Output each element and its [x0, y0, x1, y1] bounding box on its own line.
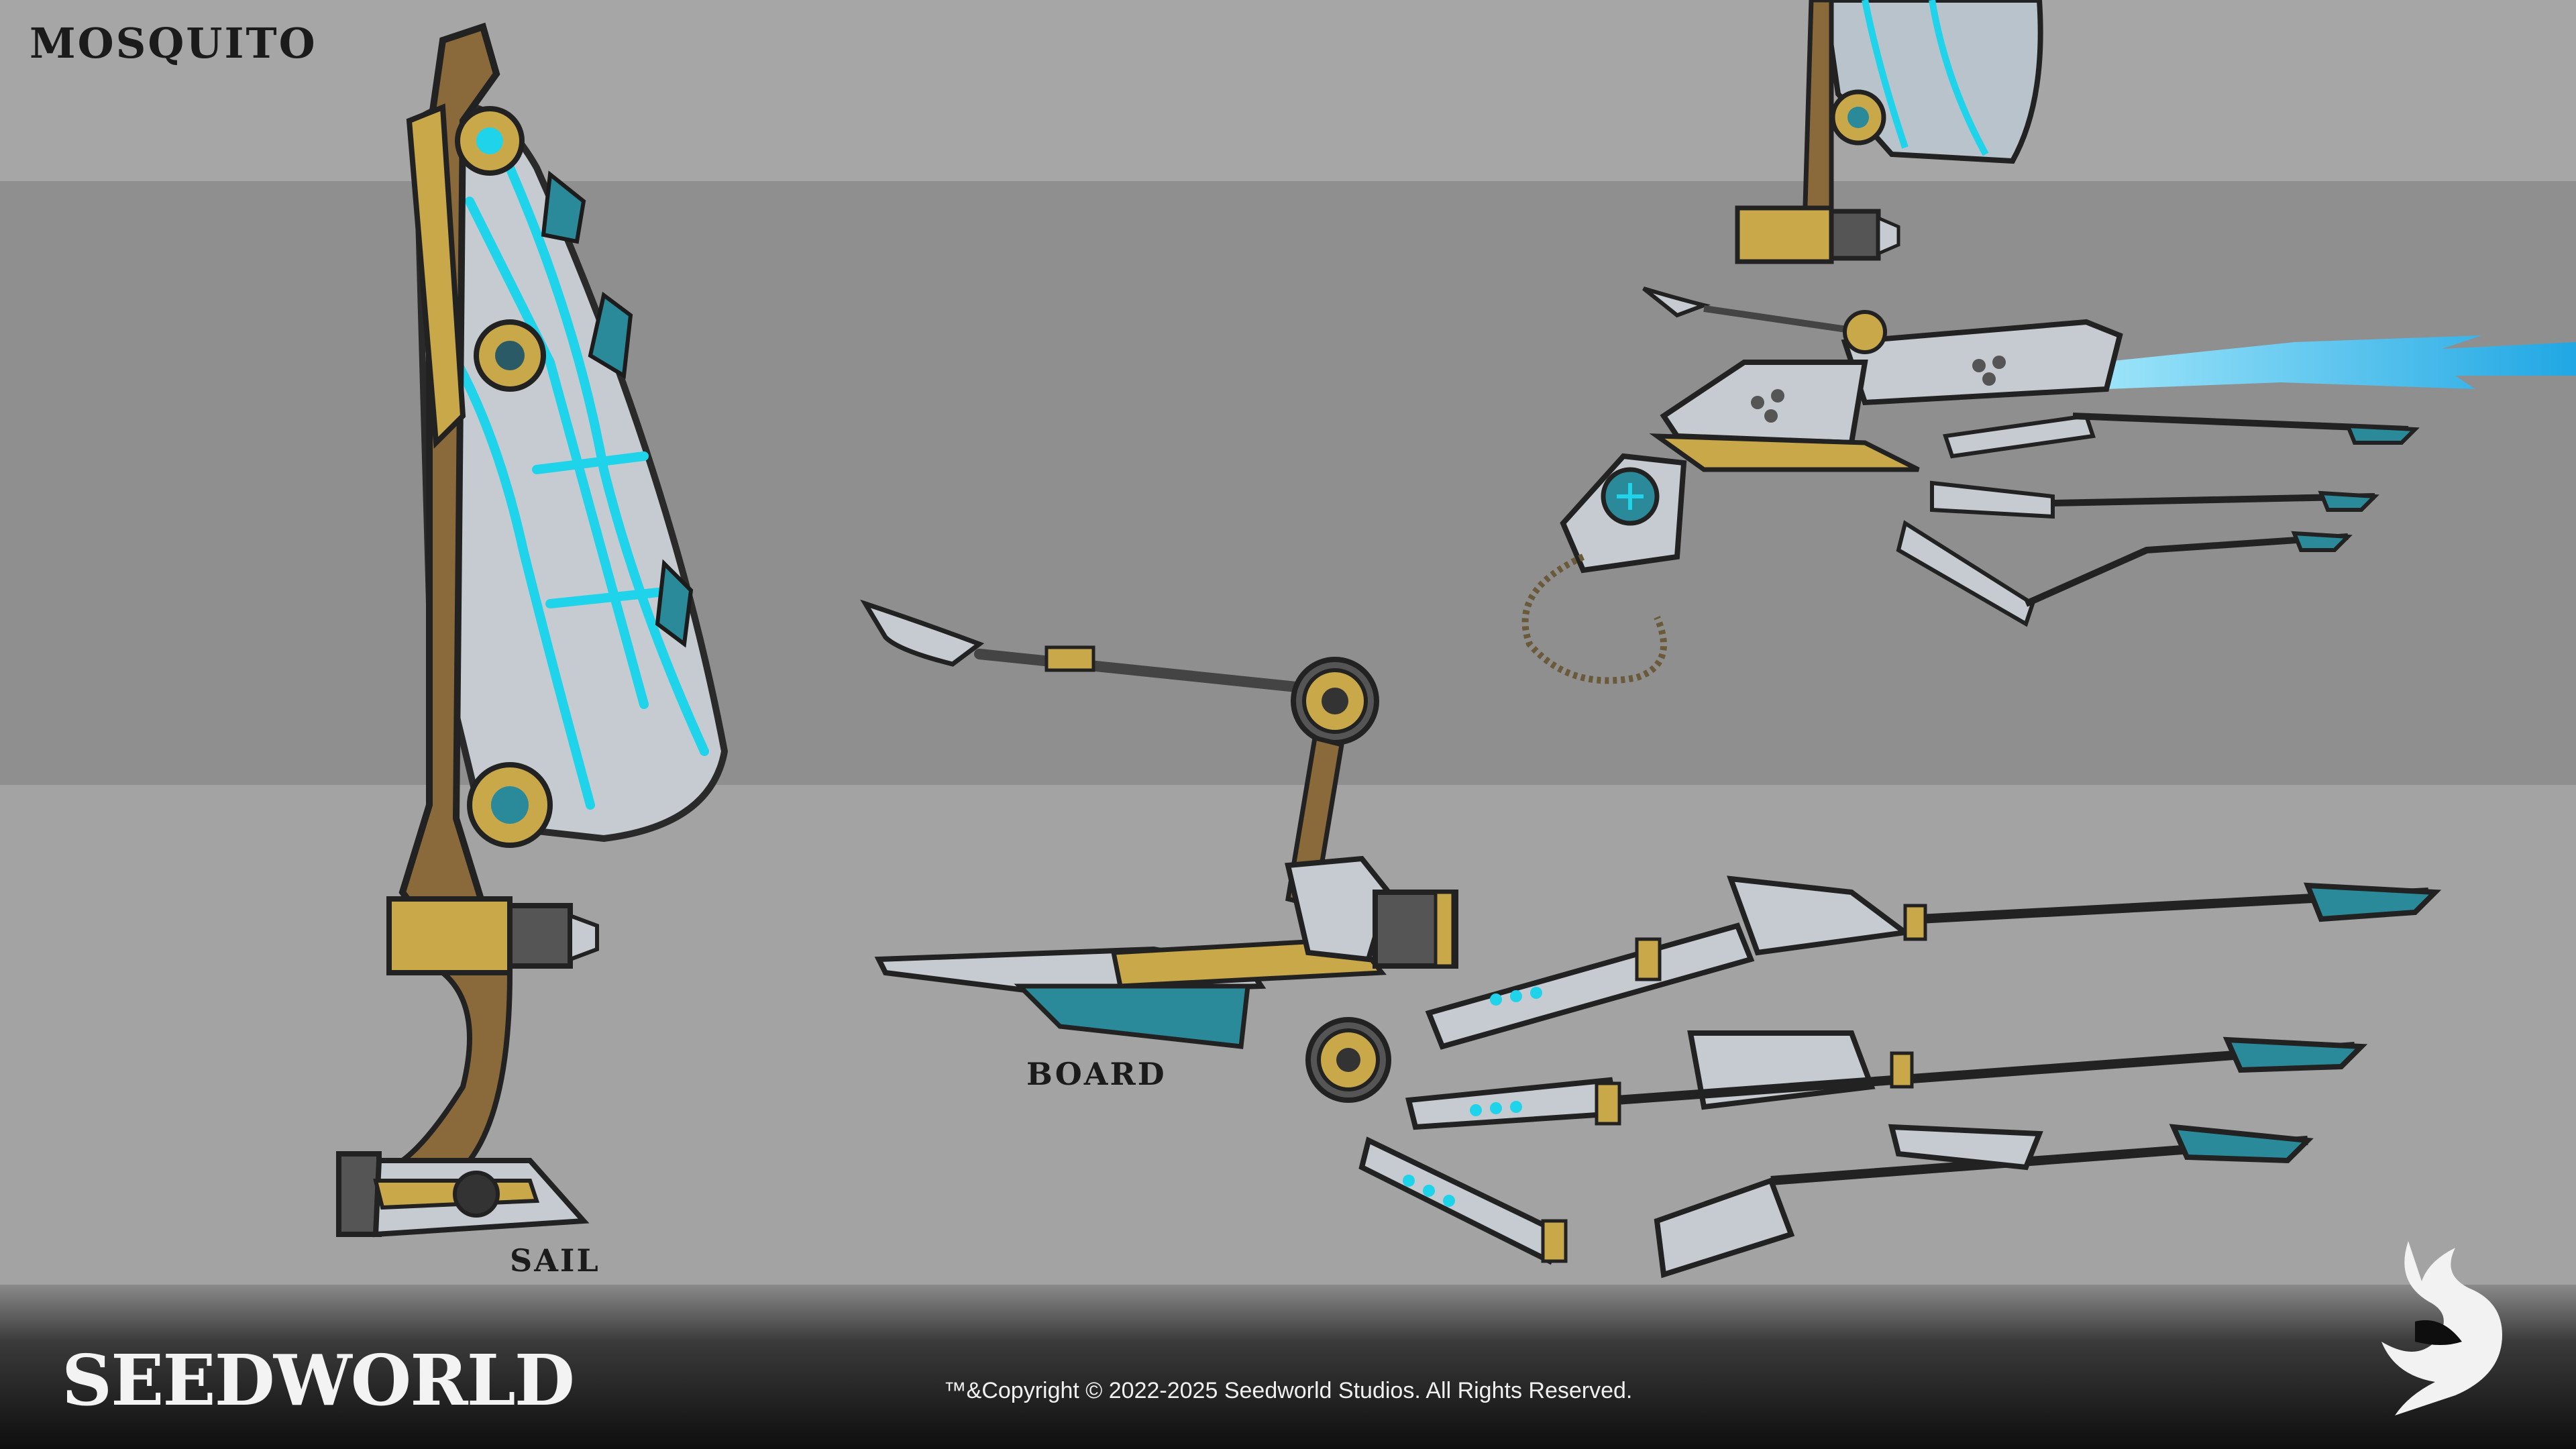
sail-illustration [336, 22, 729, 1238]
seedworld-flame-logo-icon [2381, 1241, 2502, 1415]
assembled-mosquito-illustration [1521, 0, 2576, 684]
brand-wordmark: SEEDWORLD [62, 1339, 575, 1421]
footer-bar [0, 1285, 2576, 1449]
page-title: MOSQUITO [30, 19, 317, 68]
board-label: BOARD [1026, 1056, 1167, 1092]
copyright-notice: ™&Copyright © 2022-2025 Seedworld Studio… [943, 1378, 1633, 1403]
board-illustration [860, 599, 2442, 1279]
concept-art [336, 0, 2576, 1279]
sail-label: SAIL [510, 1242, 600, 1279]
